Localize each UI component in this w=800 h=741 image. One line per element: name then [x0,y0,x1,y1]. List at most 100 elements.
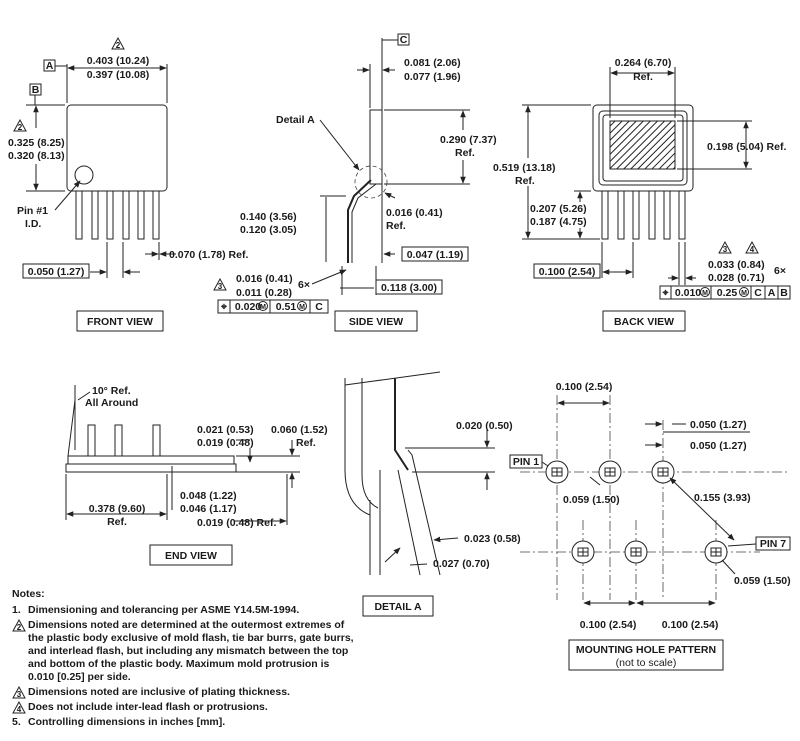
svg-text:C: C [754,287,762,299]
end-h-ref: 0.060 (1.52) [271,424,328,436]
pitch-box [22,263,90,279]
end-h-ref2: Ref. [296,437,316,449]
svg-text:M: M [299,304,305,311]
svg-text:3: 3 [218,282,223,291]
back-view-title: BACK VIEW [614,316,674,328]
note-triangle-icon: 2 [12,619,28,632]
note-number: 1. [12,604,21,616]
side-h-ref2: Ref. [455,147,475,159]
back-lw-max: 0.033 (0.84) [708,259,765,271]
end-view-title-box [149,544,233,566]
end-th-max: 0.048 (1.22) [180,490,237,502]
back-side-ref: 0.198 (5.04) Ref. [707,141,786,153]
pad-5 [624,540,648,564]
detail-title-box [362,595,434,617]
pin1-label: Pin #1 [17,205,48,217]
svg-text:4: 4 [750,245,755,254]
svg-text:4: 4 [17,705,22,714]
note2-triangle-b [13,118,27,132]
end-t-min: 0.019 (0.48) [197,437,254,449]
end-len: 0.378 (9.60) [89,503,146,515]
svg-text:A: A [768,287,776,299]
end-view: 10° Ref. All Around 0.021 (0.53) 0.019 (… [65,385,328,566]
pad-2 [598,460,622,484]
svg-text:M: M [260,304,266,311]
svg-text:M: M [741,290,747,297]
side-body [369,109,383,185]
pin7-tag-box [755,536,791,551]
pin1-label-id: I.D. [25,218,41,230]
notes-title: Notes: [12,588,45,600]
detail-a-label: Detail A [276,114,315,126]
pad-3 [651,460,675,484]
back-mid-min: 0.187 (4.75) [530,216,587,228]
back-top-ref: 0.264 (6.70) [615,57,672,69]
notes: Notes: 1.Dimensioning and tolerancing pe… [12,588,357,729]
svg-text:0.020: 0.020 [235,301,261,313]
front-body [66,104,168,192]
side-lead-min: 0.120 (3.05) [240,224,297,236]
note-triangle-icon: 4 [12,701,28,714]
mount-d050a: 0.050 (1.27) [690,419,747,431]
note2-triangle [111,36,125,50]
front-view-title: FRONT VIEW [87,316,153,328]
end-t-max: 0.021 (0.53) [197,424,254,436]
detail-d027: 0.027 (0.70) [433,558,490,570]
end-angle2: All Around [85,397,138,409]
datum-c-label: C [400,34,408,46]
back-six: 6× [774,265,786,277]
detail-title: DETAIL A [374,601,421,613]
side-view-title-box [334,310,418,332]
note-text: Dimensions noted are inclusive of platin… [28,686,290,698]
detail-a-circle [354,165,388,199]
back-top-ref2: Ref. [633,71,653,83]
side-lead-max: 0.140 (3.56) [240,211,297,223]
pad-4 [571,540,595,564]
side-d047: 0.047 (1.19) [407,249,464,261]
back-pad [609,120,676,170]
side-lead [347,179,372,263]
note-text: Controlling dimensions in inches [mm]. [28,716,226,728]
back-leads [601,190,686,240]
front-leads [75,190,160,240]
front-ref: 0.070 (1.78) Ref. [169,249,248,261]
pad-1 [545,460,569,484]
width-min: 0.397 (10.08) [87,69,149,81]
side-top-max: 0.081 (2.06) [404,57,461,69]
svg-text:3: 3 [17,690,22,699]
notes-list: 1.Dimensioning and tolerancing per ASME … [12,604,357,729]
svg-text:B: B [780,287,788,299]
back-total: 0.519 (13.18) [493,162,555,174]
back-mid-max: 0.207 (5.26) [530,203,587,215]
end-body-bottom [65,463,237,473]
side-lw-min: 0.011 (0.28) [236,287,292,299]
side-six: 6× [298,279,310,291]
note-item: 3 Dimensions noted are inclusive of plati… [12,686,357,699]
detail-d023: 0.023 (0.58) [464,533,521,545]
back-view: 0.264 (6.70) Ref. 0.198 (5.04) Ref. 0.51… [493,57,791,332]
svg-text:2: 2 [116,41,121,50]
pad-7 [704,540,728,564]
mount-d155: 0.155 (3.93) [694,492,751,504]
pin1-indicator [74,165,94,185]
d118-box [375,279,443,295]
width-max: 0.403 (10.24) [87,55,149,67]
front-pitch: 0.050 (1.27) [28,266,85,278]
side-d016ref: Ref. [386,220,406,232]
height-min: 0.320 (8.13) [8,150,65,162]
mounting-hole-pattern: PIN 1 PIN 7 0.100 (2.54) 0.050 (1.27) 0.… [509,381,791,671]
datum-b-label: B [32,84,40,96]
note-number: 5. [12,716,21,728]
note-text: Dimensions noted are determined at the o… [28,619,354,683]
height-max: 0.325 (8.25) [8,137,65,149]
back-lw-min: 0.028 (0.71) [708,272,765,284]
svg-text:0.25: 0.25 [717,287,738,299]
svg-text:C: C [315,301,323,313]
svg-text:0.010: 0.010 [675,287,701,299]
mount-title-box [568,639,724,671]
side-d118: 0.118 (3.00) [381,282,437,294]
svg-text:M: M [702,290,708,297]
svg-text:0.51: 0.51 [276,301,297,313]
